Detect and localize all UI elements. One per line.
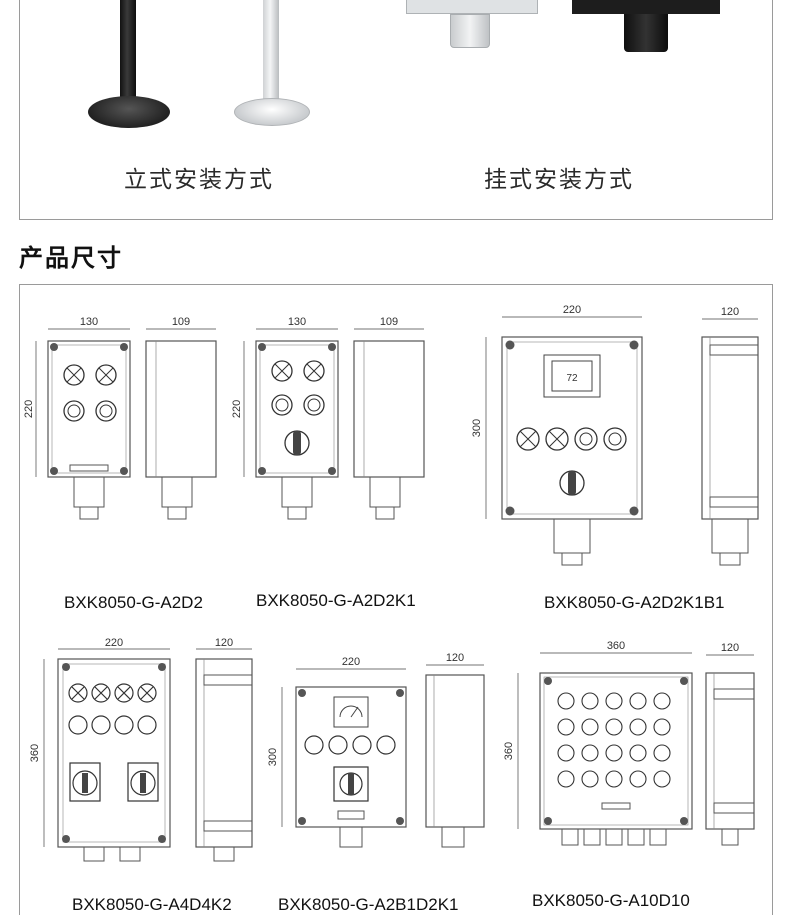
a10d10-button-r1-c4 [653,718,671,736]
a10d10-button-r1-c0 [557,718,575,736]
drawing-a2d2k1-svg: 130 220 109 [231,316,425,520]
mounting-methods-panel: 立式安装方式 挂式安装方式 [19,0,773,220]
model-label-a2d2: BXK8050-G-A2D2 [64,593,203,612]
a4d4k2-front-width: 220 [105,637,123,649]
a4d4k2-side-depth: 120 [215,637,233,649]
a10d10-button-r2-c0 [557,744,575,762]
b1-height: 300 [471,419,483,437]
a2b1d2k1-front-width: 220 [342,656,360,668]
floor-stand-pole-silver [263,0,279,104]
drawing-a2d2: 130 220 109 [23,315,218,535]
drawing-a10d10-svg: 360 360 120 [503,640,755,846]
drawing-a2b1d2k1-svg: 220 300 120 [267,652,485,848]
a10d10-button-r0-c3 [629,692,647,710]
model-label-a4d4k2: BXK8050-G-A4D4K2 [72,895,232,914]
wall-bracket-silver [406,0,538,14]
model-label-a2b1d2k1: BXK8050-G-A2B1D2K1 [278,895,459,914]
a10d10-button-r1-c3 [629,718,647,736]
a2d2k1-front-width: 130 [288,316,306,328]
a10d10-button-r3-c1 [581,770,599,788]
drawing-a2d2k1b1-svg: 72 220 300 120 [471,304,759,566]
a10d10-button-r0-c1 [581,692,599,710]
model-label-a10d10: BXK8050-G-A10D10 [532,891,690,910]
drawing-a10d10: 360 360 120 [496,639,758,859]
model-label-a2d2k1b1: BXK8050-G-A2D2K1B1 [544,593,725,612]
drawing-a4d4k2-svg: 220 360 120 [29,637,253,862]
a10d10-button-r2-c4 [653,744,671,762]
a2d2k1-height: 220 [231,400,243,418]
a2b1d2k1-height: 300 [267,748,279,766]
b1-meter-reading: 72 [566,373,578,384]
model-label-a2d2k1: BXK8050-G-A2D2K1 [256,591,416,610]
b1-front-width: 220 [563,304,581,316]
a10d10-front-width: 360 [607,640,625,652]
drawing-a4d4k2: 220 360 120 [26,637,256,875]
a10d10-button-r1-c2 [605,718,623,736]
a10d10-button-r2-c1 [581,744,599,762]
a10d10-button-r1-c1 [581,718,599,736]
a10d10-button-r2-c2 [605,744,623,762]
a10d10-button-r0-c4 [653,692,671,710]
a2d2-side-depth: 109 [172,316,190,328]
a10d10-button-r3-c2 [605,770,623,788]
floor-stand-base-silver [234,98,310,126]
a10d10-button-r0-c0 [557,692,575,710]
floor-stand-base-black [88,96,170,128]
b1-side-depth: 120 [721,306,739,318]
a10d10-button-r3-c4 [653,770,671,788]
a10d10-button-r0-c2 [605,692,623,710]
a2d2-height: 220 [23,400,35,418]
a10d10-button-r3-c0 [557,770,575,788]
a10d10-height: 360 [503,742,515,760]
wall-bracket-neck-black [624,14,668,52]
dimensions-panel: 130 220 109 BXK8050-G-A2D2 [19,284,773,915]
a10d10-side-depth: 120 [721,642,739,654]
a2d2k1-side-depth: 109 [380,316,398,328]
drawing-a2b1d2k1: 220 300 120 [266,652,496,867]
drawing-a2d2k1b1: 72 220 300 120 [460,299,760,579]
a10d10-button-r3-c3 [629,770,647,788]
wall-mount-label: 挂式安装方式 [484,167,634,193]
a2b1d2k1-side-depth: 120 [446,652,464,664]
floor-stand-pole-black [120,0,136,104]
drawing-a2d2-svg: 130 220 109 [23,316,217,520]
a10d10-button-r2-c3 [629,744,647,762]
wall-bracket-black [572,0,720,14]
drawing-a2d2k1: 130 220 109 [231,315,426,535]
floor-mount-label: 立式安装方式 [124,167,274,193]
wall-bracket-neck-silver [450,14,490,48]
a4d4k2-height: 360 [29,744,41,762]
dimensions-section-title: 产品尺寸 [19,244,123,272]
a2d2-front-width: 130 [80,316,98,328]
